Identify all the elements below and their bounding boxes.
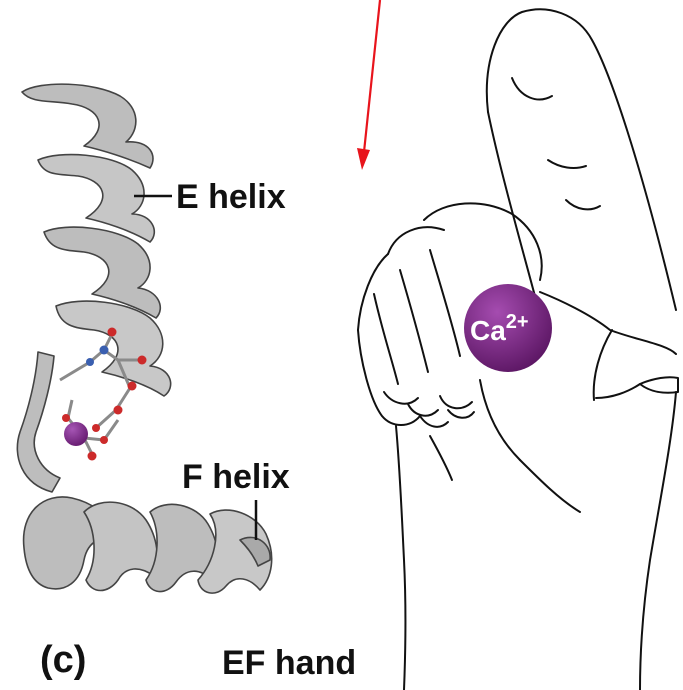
panel-label: (c) <box>40 639 86 681</box>
f-helix-label: F helix <box>182 458 290 496</box>
protein-ribbon <box>17 84 271 593</box>
calcium-ion: Ca2+ <box>464 284 552 372</box>
calcium-ion-model <box>64 422 88 446</box>
e-helix-label: E helix <box>176 178 286 216</box>
figure-caption: EF hand <box>222 644 356 682</box>
pointer-arrow <box>357 0 380 170</box>
calcium-symbol: Ca <box>470 315 506 346</box>
calcium-charge: 2+ <box>506 311 529 333</box>
